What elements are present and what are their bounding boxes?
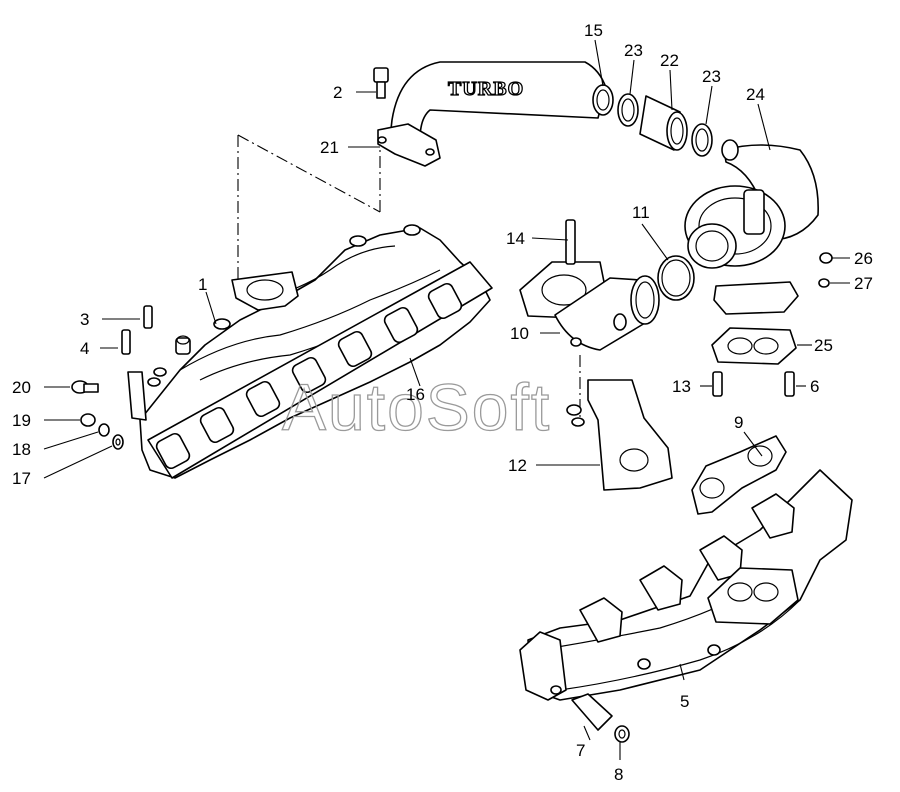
callout-5: 5	[680, 692, 689, 711]
callout-19: 19	[12, 411, 31, 430]
hose	[639, 95, 688, 151]
callout-23-right: 23	[702, 67, 721, 86]
turbo-studs	[712, 371, 795, 397]
callout-16: 16	[406, 385, 425, 404]
callout-21: 21	[320, 138, 339, 157]
watermark: AutoSoft	[282, 370, 551, 444]
turbo-gasket	[711, 327, 797, 365]
callout-15: 15	[584, 21, 603, 40]
callout-26: 26	[854, 249, 873, 268]
turbo-nut-and-washer	[818, 252, 833, 288]
exhaust-gasket	[691, 435, 787, 515]
callout-12: 12	[508, 456, 527, 475]
assembly-center-lines	[237, 134, 581, 420]
pipe-bracket	[377, 123, 441, 167]
callout-17: 17	[12, 469, 31, 488]
callout-7: 7	[576, 741, 585, 760]
heat-shield-bracket	[566, 379, 673, 491]
callout-23-left: 23	[624, 41, 643, 60]
hose-clamp-right	[691, 123, 713, 157]
callout-8: 8	[614, 765, 623, 784]
callout-20: 20	[12, 378, 31, 397]
callout-3: 3	[80, 310, 89, 329]
callout-24: 24	[746, 85, 765, 104]
leader-lines	[43, 39, 850, 760]
callout-10: 10	[510, 324, 529, 343]
turbo-logo: TURBO	[448, 78, 524, 100]
exhaust-manifold	[519, 469, 853, 701]
callout-6: 6	[810, 377, 819, 396]
exhaust-nut	[614, 725, 630, 743]
callout-25: 25	[814, 336, 833, 355]
callout-1: 1	[198, 275, 207, 294]
manifold-fasteners	[71, 305, 167, 450]
pipe-bolt	[373, 67, 389, 99]
callout-14: 14	[506, 229, 525, 248]
callout-27: 27	[854, 274, 873, 293]
callout-22: 22	[660, 51, 679, 70]
turbo-pipe: TURBO	[389, 61, 614, 141]
intake-manifold-gasket	[147, 261, 493, 479]
hose-clamp-left	[617, 93, 639, 127]
exhaust-elbow	[519, 261, 660, 351]
callout-11: 11	[632, 203, 650, 222]
callout-4: 4	[80, 339, 89, 358]
callout-9: 9	[734, 413, 743, 432]
exhaust-stud	[571, 693, 613, 731]
callout-labels: 2 3 4 20 19 18 17 1 21 15 23 22 23 24 11…	[12, 21, 873, 784]
callout-18: 18	[12, 440, 31, 459]
callout-13: 13	[672, 377, 691, 396]
seal-ring	[657, 255, 695, 301]
elbow-stud	[565, 219, 576, 265]
callout-2: 2	[333, 83, 342, 102]
turbocharger	[684, 139, 819, 315]
